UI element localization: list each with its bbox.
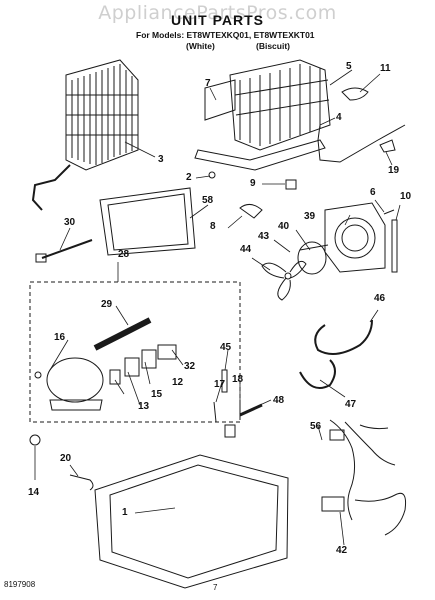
callout-20: 20 [60, 453, 72, 464]
condenser-coil-drawing [31, 59, 139, 211]
screw-17-drawing [213, 401, 217, 423]
callout-56: 56 [310, 421, 322, 432]
relay-15-drawing [124, 357, 140, 377]
callout-43: 43 [258, 231, 270, 242]
callout-11: 11 [380, 63, 391, 74]
relay-12-drawing [141, 349, 157, 369]
callout-2: 2 [186, 172, 192, 183]
callout-47: 47 [345, 399, 357, 410]
clip-20-drawing [69, 474, 94, 491]
rod-30-drawing [41, 239, 93, 259]
callout-12: 12 [172, 377, 184, 388]
callout-16: 16 [54, 332, 66, 343]
part-56-block [224, 424, 236, 438]
variant-biscuit: (Biscuit) [256, 41, 290, 51]
tube-29-drawing [93, 317, 152, 351]
callout-29: 29 [101, 299, 113, 310]
variant-white: (White) [186, 41, 215, 51]
callout-3: 3 [158, 154, 164, 165]
callout-10: 10 [400, 191, 412, 202]
page-number: 7 [213, 583, 218, 592]
part-45-drawing [221, 369, 228, 393]
base-pan-1-drawing [94, 454, 289, 589]
part-9-drawing [285, 179, 297, 190]
leader-lines [34, 69, 401, 546]
callout-48: 48 [273, 395, 285, 406]
part-11-drawing [341, 87, 369, 101]
callout-45: 45 [220, 342, 232, 353]
wire-4-drawing [317, 124, 406, 163]
drain-tray-58-drawing [99, 187, 196, 256]
tube-46-drawing [314, 319, 373, 355]
watermark: AppliancePartsPros.com [98, 2, 337, 24]
harness-42-drawing [321, 419, 406, 536]
callout-39: 39 [304, 211, 316, 222]
callout-18: 18 [232, 374, 244, 385]
screw-6-drawing [383, 209, 395, 215]
diagram-title: UNIT PARTS [171, 12, 264, 28]
callout-8: 8 [210, 221, 216, 232]
callout-9: 9 [250, 178, 256, 189]
callout-44: 44 [240, 244, 252, 255]
fan-blade-44-drawing [261, 260, 307, 301]
part-8-drawing [239, 204, 263, 219]
grommet-14-drawing [29, 434, 41, 446]
callout-5: 5 [346, 61, 352, 72]
callout-7: 7 [205, 78, 211, 89]
strip-10-drawing [391, 219, 398, 273]
fan-motor-drawing [297, 241, 329, 275]
models-line: For Models: ET8WTEXKQ01, ET8WTEXKT01 [136, 30, 315, 40]
tube-48-drawing [239, 403, 263, 417]
callout-13: 13 [138, 401, 150, 412]
callout-17: 17 [214, 379, 226, 390]
relay-13-drawing [109, 369, 121, 385]
callout-46: 46 [374, 293, 386, 304]
callout-1: 1 [122, 507, 128, 518]
callout-6: 6 [370, 187, 376, 198]
clip-19-drawing [379, 139, 396, 153]
callout-32: 32 [184, 361, 196, 372]
document-number: 8197908 [4, 580, 36, 589]
callout-30: 30 [64, 217, 76, 228]
callout-4: 4 [336, 112, 342, 123]
callout-42: 42 [336, 545, 348, 556]
compressor-group-box [29, 281, 241, 423]
callout-14: 14 [28, 487, 40, 498]
callout-19: 19 [388, 165, 400, 176]
callout-40: 40 [278, 221, 290, 232]
fan-shroud-39-drawing [324, 202, 386, 273]
callout-58: 58 [202, 195, 214, 206]
relay-32-drawing [157, 344, 177, 360]
callout-28: 28 [118, 249, 130, 260]
evaporator-assembly-drawing [194, 59, 331, 179]
compressor-drawing [34, 357, 104, 411]
tube-47-drawing [299, 359, 336, 389]
callout-15: 15 [151, 389, 163, 400]
